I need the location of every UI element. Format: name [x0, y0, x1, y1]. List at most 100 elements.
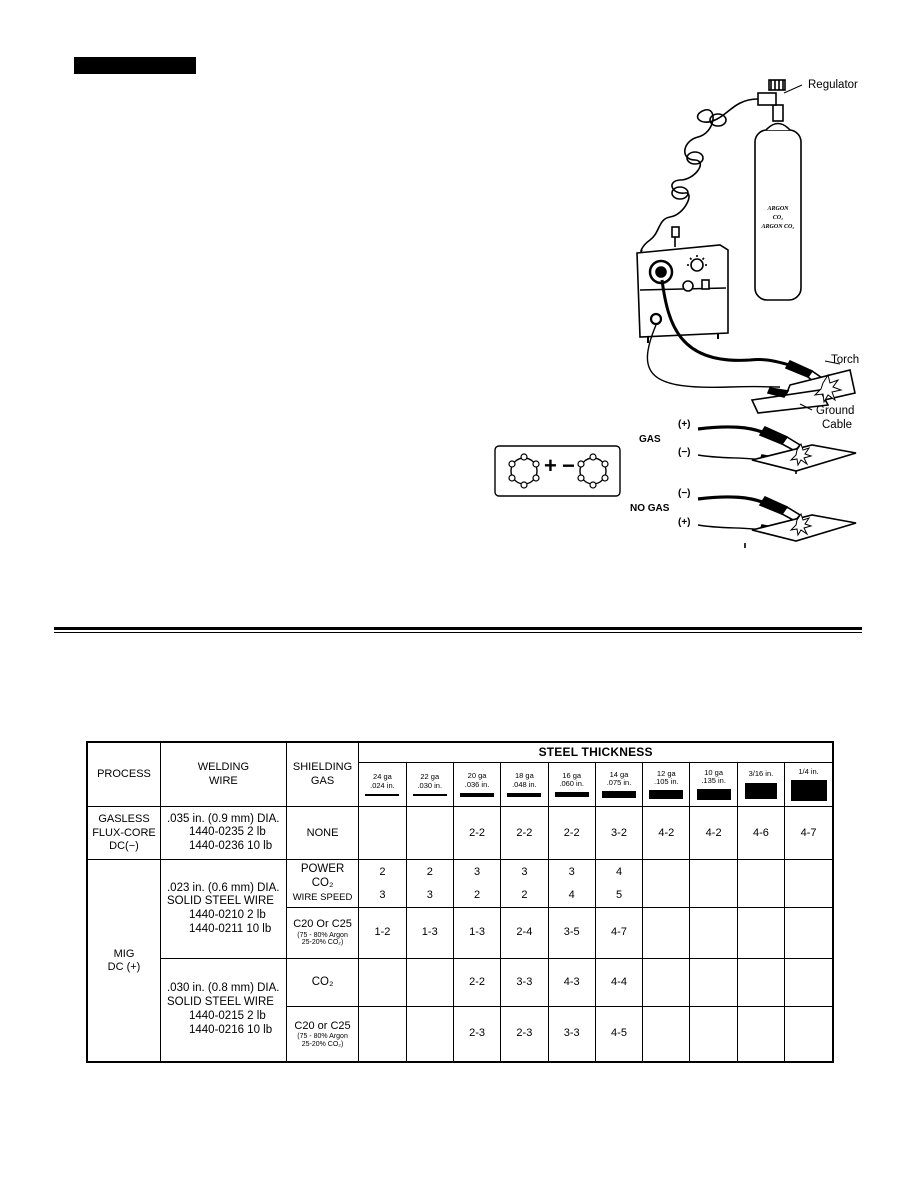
c20-value — [689, 906, 738, 959]
c20-value — [736, 1006, 786, 1063]
mig-030-c20-gas-cell: C20 or C25 (75 - 80% Argon 25-20% CO₂) — [285, 1006, 360, 1063]
cylinder-text-2: CO₂ — [772, 215, 784, 221]
ground-cable-label-line2: Cable — [822, 419, 853, 431]
gauge-label: 20 ga — [467, 771, 487, 781]
welder-setup-illustration: Regulator Torch Ground Cable ARGON CO₂ A… — [490, 75, 880, 555]
thickness-bar — [602, 791, 636, 799]
c20-value: 3-5 — [547, 906, 596, 959]
c20-value — [642, 906, 691, 959]
nogas-minus-label: (−) — [678, 488, 691, 499]
power-label: POWER — [300, 863, 345, 876]
thickness-column-header: 18 ga.048 in. — [500, 761, 549, 808]
co2-value: 2-2 — [452, 957, 502, 1008]
power-value — [784, 859, 834, 885]
wire-speed-value: 2 — [452, 884, 502, 908]
mig-030-co2-gas-cell: CO₂ — [285, 957, 360, 1008]
gasless-value — [358, 806, 407, 861]
thickness-bar — [744, 782, 777, 799]
mig-process-line2: DC (+) — [107, 960, 141, 973]
nogas-plus-label: (+) — [678, 517, 691, 528]
gasless-process-line2: FLUX-CORE — [92, 826, 156, 839]
co2-value: 3-3 — [500, 957, 549, 1008]
gauge-label: 14 ga — [609, 769, 629, 779]
welding-wire-header-line2: WIRE — [209, 774, 238, 787]
process-header: PROCESS — [86, 741, 161, 808]
gauge-label: 22 ga — [420, 772, 440, 782]
gauge-label: 16 ga — [562, 770, 582, 780]
welder-diagram — [494, 79, 857, 548]
c20-value — [689, 1006, 738, 1063]
c20-value — [784, 1006, 834, 1063]
inches-label: .105 in. — [654, 777, 679, 787]
thickness-column-header: 1/4 in. — [784, 761, 834, 808]
inches-label: .036 in. — [464, 779, 490, 789]
c20-value — [784, 906, 834, 959]
c20-value: 4-5 — [594, 1006, 644, 1063]
c20-value: 3-3 — [547, 1006, 596, 1063]
inches-label: .024 in. — [370, 780, 395, 790]
gasless-wire-line2: 1440-0235 2 lb — [188, 826, 266, 839]
gasless-process-line1: GASLESS — [98, 813, 150, 826]
co2-value: 4-3 — [547, 957, 596, 1008]
co2-value — [784, 957, 834, 1008]
gauge-label: 3/16 in. — [748, 769, 774, 779]
wire-speed-value: 4 — [547, 884, 596, 908]
thickness-bar — [507, 792, 542, 797]
mig-023-wire-line1: .023 in. (0.6 mm) DIA. — [166, 881, 280, 894]
wire-speed-value: 3 — [405, 884, 454, 908]
torch-label: Torch — [831, 354, 860, 366]
wire-speed-value: 2 — [500, 884, 549, 908]
power-value — [642, 859, 691, 885]
regulator-knob — [768, 79, 786, 91]
gauge-label: 10 ga — [704, 767, 724, 777]
co2-value — [736, 957, 786, 1008]
thickness-bar — [554, 792, 589, 798]
thickness-column-header: 20 ga.036 in. — [452, 761, 502, 808]
co2-label: CO₂ — [311, 876, 334, 889]
power-value — [689, 859, 738, 885]
mig-023-speed-row: 3 3 2 2 4 5 — [87, 884, 834, 908]
c20-value — [736, 906, 786, 959]
no-gas-label: NO GAS — [630, 503, 670, 514]
gasless-value: 2-2 — [500, 806, 549, 861]
gasless-gas-cell: NONE — [285, 806, 360, 861]
cylinder-text-3: ARGON CO₂ — [761, 224, 795, 230]
c20-value: 2-4 — [500, 906, 549, 959]
co2-value: 4-4 — [594, 957, 644, 1008]
gasless-wire-line1: .035 in. (0.9 mm) DIA. — [166, 812, 280, 825]
gasless-value: 2-2 — [547, 806, 596, 861]
ground-cable-label-line1: Ground — [816, 405, 855, 417]
gasless-value: 4-6 — [736, 806, 786, 861]
welding-wire-header-line1: WELDING — [197, 761, 250, 774]
terminal-panel — [494, 445, 621, 497]
c20-value: 2-3 — [500, 1006, 549, 1063]
c20-value: 1-2 — [358, 906, 407, 959]
mig-030-co2-row: .030 in. (0.8 mm) DIA. SOLID STEEL WIRE … — [87, 957, 834, 1063]
thickness-column-header: 3/16 in. — [736, 761, 786, 808]
mig-030-wire-line1: .030 in. (0.8 mm) DIA. — [166, 982, 280, 995]
shielding-gas-header-line2: GAS — [310, 774, 335, 787]
thickness-column-header: 12 ga.105 in. — [642, 761, 691, 808]
argon-mix-line1-b: (75 - 80% Argon — [297, 1032, 348, 1040]
gas-minus-label: (−) — [678, 447, 691, 458]
inches-label: .135 in. — [701, 776, 726, 786]
argon-mix-line2-b: 25-20% CO₂) — [301, 1040, 344, 1048]
mig-023-wire-line3: 1440-0210 2 lb — [188, 909, 266, 922]
terminal-plus-sign: + — [544, 453, 557, 478]
mig-023-wire-line4: 1440-0211 10 lb — [188, 922, 272, 935]
gasless-process-line3: DC(−) — [109, 839, 139, 852]
thickness-bar — [412, 793, 447, 796]
section-divider — [54, 627, 862, 630]
co2-value — [642, 957, 691, 1008]
gasless-wire-cell: .035 in. (0.9 mm) DIA. 1440-0235 2 lb 14… — [159, 806, 287, 861]
gasless-wire-line3: 1440-0236 10 lb — [188, 840, 273, 853]
mig-023-wire-cell: .023 in. (0.6 mm) DIA. SOLID STEEL WIRE … — [159, 859, 287, 959]
argon-mix-line2: 25-20% CO₂) — [301, 939, 344, 947]
co2-value — [405, 957, 454, 1008]
thickness-bar — [696, 789, 731, 801]
cylinder-text-1: ARGON — [767, 206, 789, 212]
gasless-value: 4-2 — [689, 806, 738, 861]
inches-label: .030 in. — [417, 780, 443, 790]
wire-speed-value — [642, 884, 691, 908]
wire-speed-label: WIRE SPEED — [292, 891, 353, 903]
